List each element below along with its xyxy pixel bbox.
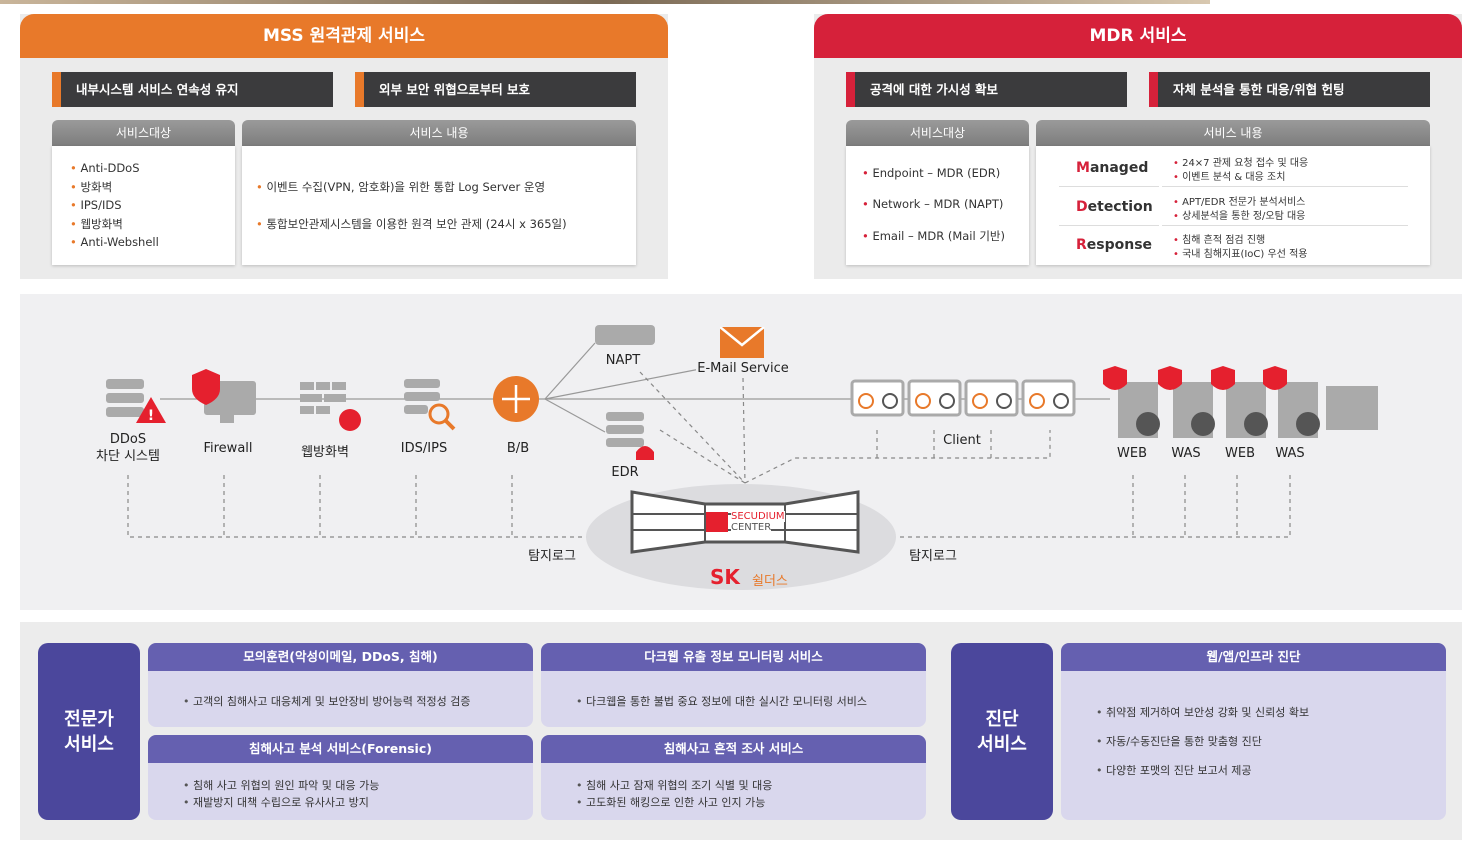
ddos-server-icon: !: [106, 379, 166, 424]
edr-server-icon: [606, 412, 654, 460]
mdr-row-managed: Managed: [1076, 160, 1149, 176]
client-pcs-icon: [850, 379, 1076, 417]
mdr-row-detection: Detection: [1076, 199, 1153, 215]
ids-ips-icon: [404, 379, 456, 431]
svg-text:!: !: [148, 408, 154, 424]
label-client: Client: [938, 433, 986, 448]
box-body: 침해 사고 위협의 원인 파악 및 대응 가능재발방지 대책 수립으로 유사사고…: [148, 763, 533, 820]
list-item: Email – MDR (Mail 기반): [862, 228, 1005, 244]
list-item: 통합보안관제시스템을 이용한 원격 보안 관제 (24시 x 365일): [256, 216, 566, 232]
label-edr: EDR: [611, 465, 639, 480]
mss-sub1: 내부시스템 서비스 연속성 유지: [52, 72, 333, 107]
box-body: 고객의 침해사고 대응체계 및 보안장비 방어능력 적정성 검증: [148, 671, 533, 727]
mss-target-card: Anti-DDoS 방화벽 IPS/IDS 웹방화벽 Anti-Webshell: [52, 146, 235, 265]
list-item: 이벤트 수집(VPN, 암호화)을 위한 통합 Log Server 운영: [256, 179, 545, 195]
label-web: WEB: [1117, 446, 1147, 461]
label-detect-log-right: 탐지로그: [909, 549, 957, 564]
label-napt: NAPT: [605, 353, 641, 368]
label-web: WEB: [1225, 446, 1255, 461]
mdr-row-response: Response: [1076, 237, 1153, 253]
box-body: 다크웹을 통한 불법 중요 정보에 대한 실시간 모니터링 서비스: [541, 671, 926, 727]
mdr-sub1: 공격에 대한 가시성 확보: [846, 72, 1127, 107]
mdr-content-card: Managed Detection Response 24×7 관제 요청 접수…: [1036, 146, 1430, 265]
email-icon: [720, 327, 765, 358]
list-item: 이벤트 분석 & 대응 조치: [1173, 168, 1285, 183]
list-item: 침해 흔적 점검 진행: [1173, 231, 1265, 246]
box-title: 웹/앱/인프라 진단: [1061, 643, 1446, 671]
list-item: 웹방화벽: [70, 216, 122, 232]
list-item: Anti-DDoS: [70, 161, 139, 175]
list-item: 재발방지 대책 수립으로 유사사고 방지: [183, 794, 369, 810]
label-detect-log-left: 탐지로그: [528, 549, 576, 564]
list-item: 국내 침해지표(IoC) 우선 적용: [1173, 245, 1307, 260]
list-item: 방화벽: [70, 179, 112, 195]
box-title: 다크웹 유출 정보 모니터링 서비스: [541, 643, 926, 671]
label-email: E-Mail Service: [696, 361, 790, 376]
list-item: Network – MDR (NAPT): [862, 197, 1003, 211]
mdr-content-tab: 서비스 내용: [1036, 120, 1430, 146]
list-item: 침해 사고 위협의 원인 파악 및 대응 가능: [183, 777, 379, 793]
mss-content-tab: 서비스 내용: [242, 120, 636, 146]
box-title: 모의훈련(악성이메일, DDoS, 침해): [148, 643, 533, 671]
list-item: Endpoint – MDR (EDR): [862, 166, 1000, 180]
web-was-servers-icon: [1103, 366, 1378, 438]
list-item: 고도화된 해킹으로 인한 사고 인지 가능: [576, 794, 765, 810]
list-item: 24×7 관제 요청 접수 및 대응: [1173, 154, 1308, 169]
label-waf: 웹방화벽: [301, 445, 349, 460]
label-ids: IDS/IPS: [400, 441, 448, 456]
mss-sub2: 외부 보안 위협으로부터 보호: [355, 72, 636, 107]
box-body: 침해 사고 잠재 위협의 조기 식별 및 대응고도화된 해킹으로 인한 사고 인…: [541, 763, 926, 820]
mdr-title: MDR 서비스: [814, 14, 1462, 58]
list-item: 상세분석을 통한 정/오탐 대응: [1173, 207, 1305, 222]
list-item: 다양한 포맷의 진단 보고서 제공: [1096, 762, 1252, 778]
mdr-sub2: 자체 분석을 통한 대응/위협 헌팅: [1149, 72, 1430, 107]
secudium-label-2: CENTER: [731, 522, 772, 533]
list-item: IPS/IDS: [70, 198, 121, 212]
sk-logo-name: 쉴더스: [752, 574, 788, 589]
box-title: 침해사고 분석 서비스(Forensic): [148, 735, 533, 763]
label-bb: B/B: [506, 441, 530, 456]
mdr-target-card: Endpoint – MDR (EDR) Network – MDR (NAPT…: [846, 146, 1029, 265]
mdr-target-tab: 서비스대상: [846, 120, 1029, 146]
box-title: 침해사고 흔적 조사 서비스: [541, 735, 926, 763]
list-item: APT/EDR 전문가 분석서비스: [1173, 193, 1305, 208]
list-item: 취약점 제거하여 보안성 강화 및 신뢰성 확보: [1096, 704, 1309, 720]
web-firewall-icon: [300, 382, 361, 431]
mss-target-tab: 서비스대상: [52, 120, 235, 146]
mss-content-card: 이벤트 수집(VPN, 암호화)을 위한 통합 Log Server 운영 통합…: [242, 146, 636, 265]
napt-server-icon: [595, 325, 655, 345]
list-item: Anti-Webshell: [70, 235, 158, 249]
list-item: 다크웹을 통한 불법 중요 정보에 대한 실시간 모니터링 서비스: [576, 693, 867, 709]
firewall-icon: [192, 369, 256, 423]
list-item: 침해 사고 잠재 위협의 조기 식별 및 대응: [576, 777, 772, 793]
secudium-label-1: SECUDIUM: [731, 511, 785, 522]
top-decor-strip: [0, 0, 1210, 4]
box-body: 취약점 제거하여 보안성 강화 및 신뢰성 확보 자동/수동진단을 통한 맞춤형…: [1061, 671, 1446, 820]
label-was: WAS: [1171, 446, 1201, 461]
label-was: WAS: [1275, 446, 1305, 461]
backbone-router-icon: [493, 376, 539, 422]
sk-logo: SK: [710, 565, 740, 589]
mss-title: MSS 원격관제 서비스: [20, 14, 668, 58]
label-firewall: Firewall: [203, 441, 253, 456]
list-item: 자동/수동진단을 통한 맞춤형 진단: [1096, 733, 1262, 749]
list-item: 고객의 침해사고 대응체계 및 보안장비 방어능력 적정성 검증: [183, 693, 470, 709]
